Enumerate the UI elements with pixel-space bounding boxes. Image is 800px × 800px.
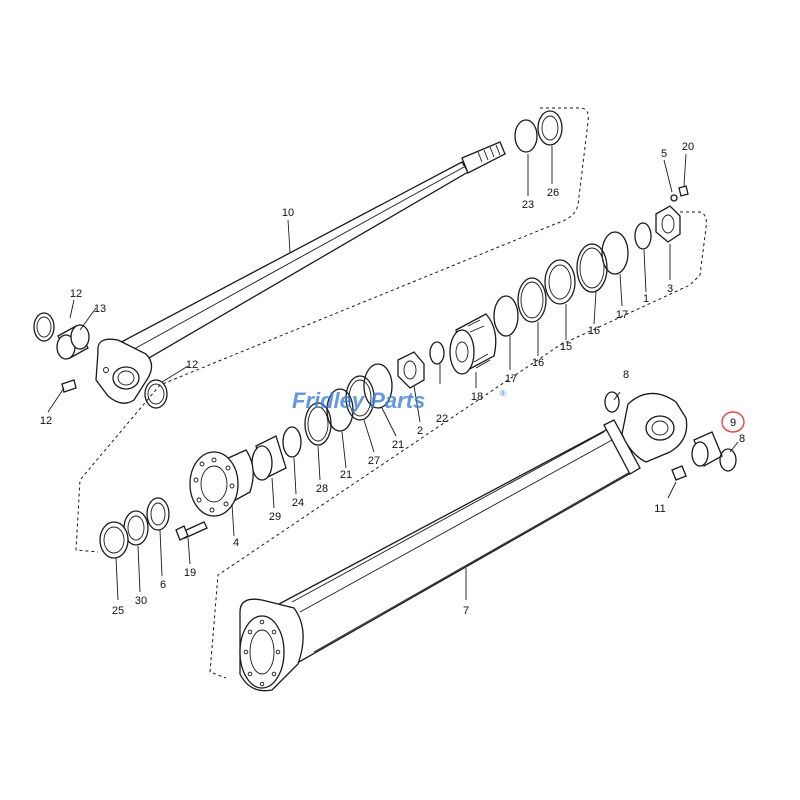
part-20-set-screw bbox=[678, 185, 689, 197]
callout-label: 25 bbox=[112, 605, 124, 617]
leader-lines bbox=[47, 146, 739, 601]
rod-eye-parts bbox=[33, 312, 168, 409]
dashed-outline-rod-group bbox=[75, 107, 589, 553]
callout-label: 13 bbox=[94, 303, 106, 315]
callout-label: 23 bbox=[522, 199, 534, 211]
part-24-ring bbox=[282, 426, 302, 458]
callout-label: 12 bbox=[186, 359, 198, 371]
callout-label: 30 bbox=[135, 595, 147, 607]
callout-label: 2 bbox=[417, 425, 423, 437]
callout-label: 18 bbox=[471, 391, 483, 403]
callout-label: 28 bbox=[316, 483, 328, 495]
callout-label: 9 bbox=[730, 417, 736, 429]
part-2-nut bbox=[397, 351, 425, 389]
tube-eye-parts bbox=[604, 391, 737, 481]
piston-stack bbox=[99, 205, 681, 559]
callout-label: 21 bbox=[392, 439, 404, 451]
callout-label: 20 bbox=[682, 141, 694, 153]
callout-label: 12 bbox=[40, 415, 52, 427]
callout-label: 1 bbox=[643, 293, 649, 305]
rod-end-seals bbox=[514, 110, 563, 153]
callout-label: 21 bbox=[340, 469, 352, 481]
set-screw-parts bbox=[670, 185, 689, 202]
highlight-circle-part-9 bbox=[721, 411, 745, 433]
callout-label: 5 bbox=[661, 148, 667, 160]
part-1-ring bbox=[634, 222, 652, 250]
callout-label: 6 bbox=[160, 579, 166, 591]
callout-label: 3 bbox=[667, 283, 673, 295]
callout-label: 15 bbox=[560, 341, 572, 353]
callout-label: 17 bbox=[505, 373, 517, 385]
part-27-backup-ring bbox=[345, 375, 375, 421]
cylinder-tube bbox=[239, 392, 688, 692]
callout-label: 8 bbox=[739, 433, 745, 445]
callout-label: 22 bbox=[436, 413, 448, 425]
part-12-ring-right bbox=[144, 379, 168, 409]
callout-label: 27 bbox=[368, 455, 380, 467]
part-23-snap-ring bbox=[514, 119, 538, 153]
part-8-ring-lower bbox=[719, 448, 737, 472]
piston-rod bbox=[95, 141, 506, 404]
part-10-grease-fitting bbox=[671, 465, 687, 481]
part-6-ring bbox=[146, 497, 170, 531]
callout-label: 29 bbox=[269, 511, 281, 523]
part-13-grease-fitting bbox=[61, 379, 77, 393]
dashed-outline-tube-group bbox=[209, 211, 707, 679]
part-15-wear-ring bbox=[544, 259, 576, 305]
callout-label: 8 bbox=[623, 369, 629, 381]
callout-label: 4 bbox=[233, 537, 239, 549]
callout-label: 17 bbox=[616, 309, 628, 321]
callout-label: 16 bbox=[532, 357, 544, 369]
part-17-ring-upper bbox=[601, 231, 629, 275]
part-12-ring-left bbox=[33, 312, 55, 342]
part-17-ring-lower bbox=[493, 295, 519, 337]
part-16-ring-lower bbox=[517, 277, 547, 323]
callout-label: 24 bbox=[292, 497, 304, 509]
callout-label: 10 bbox=[282, 207, 294, 219]
watermark: Fridley Parts bbox=[292, 388, 425, 413]
part-3-nut bbox=[655, 205, 681, 243]
callout-label: 19 bbox=[184, 567, 196, 579]
part-21-ring-upper bbox=[363, 363, 393, 409]
part-5-ball bbox=[670, 194, 678, 202]
watermark-trademark: ® bbox=[500, 389, 506, 398]
callout-label: 12 bbox=[70, 288, 82, 300]
part-16-ring-upper bbox=[576, 243, 608, 293]
part-28-seal bbox=[304, 402, 332, 446]
part-22-o-ring bbox=[429, 341, 445, 365]
callout-label: 16 bbox=[588, 325, 600, 337]
part-8-ring-upper bbox=[604, 391, 620, 413]
callout-labels: 10 12 13 12 12 23 26 5 20 3 1 17 16 15 1… bbox=[40, 141, 745, 617]
callout-label: 7 bbox=[463, 605, 469, 617]
callout-label: 26 bbox=[547, 187, 559, 199]
callout-label: 11 bbox=[654, 503, 665, 515]
